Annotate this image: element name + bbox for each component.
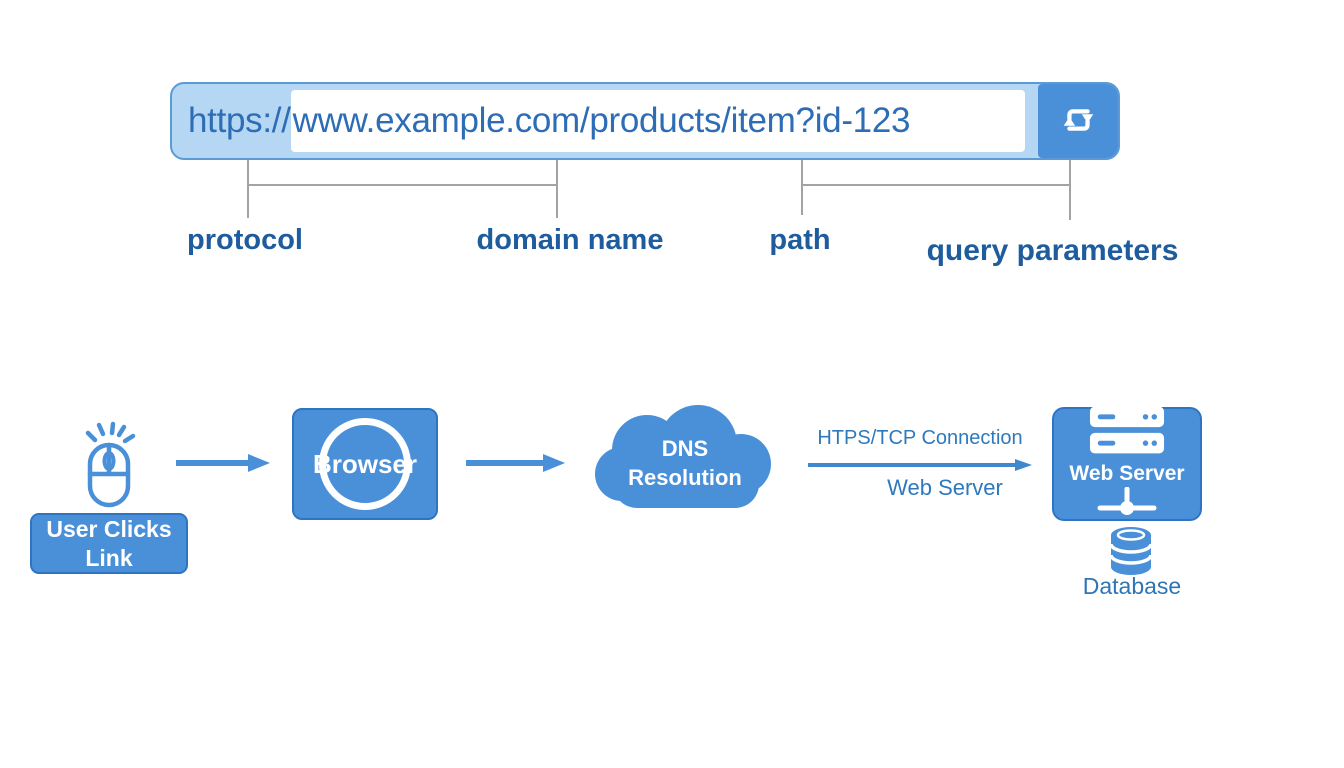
- label-protocol: protocol: [187, 224, 303, 256]
- label-path: path: [769, 224, 831, 256]
- reload-button[interactable]: [1038, 84, 1118, 158]
- label-query-parameters: query parameters: [926, 234, 1179, 267]
- connection-sublabel: Web Server: [887, 475, 1003, 500]
- cloud-icon: [585, 398, 785, 517]
- dns-line1: DNS: [661, 436, 709, 461]
- user-clicks-link-label: User Clicks Link: [46, 515, 172, 571]
- connector-line-protocol: [247, 160, 249, 218]
- address-bar: https:// www.example.com/products/item?i…: [170, 82, 1120, 160]
- browser-label: Browser: [312, 448, 418, 479]
- connector-line-right-horizontal: [801, 184, 1070, 186]
- connector-line-path: [801, 160, 803, 215]
- browser-box: Browser: [292, 408, 438, 520]
- url-input[interactable]: https:// www.example.com/products/item?i…: [172, 84, 1038, 158]
- connector-line-domain: [556, 160, 558, 218]
- connection-label: HTPS/TCP Connection: [817, 427, 1023, 449]
- label-domain-name: domain name: [476, 224, 664, 256]
- connector-line-query: [1069, 160, 1071, 220]
- mouse-click-icon: [76, 418, 142, 517]
- dns-resolution-label: DNS Resolution: [585, 434, 785, 492]
- arrow-user-to-browser: [176, 454, 270, 472]
- user-clicks-link-box: User Clicks Link: [30, 513, 188, 574]
- database-label: Database: [1082, 573, 1182, 599]
- dns-line2: Resolution: [628, 465, 742, 490]
- web-server-label: Web Server: [1069, 462, 1185, 485]
- repeat-icon: [1057, 100, 1099, 143]
- arrow-dns-to-server: [808, 459, 1032, 471]
- url-protocol-text: https://: [188, 101, 291, 140]
- arrow-browser-to-dns: [466, 454, 565, 472]
- url-rest-text[interactable]: www.example.com/products/item?id-123: [290, 90, 1025, 152]
- server-rack-icon: [1089, 405, 1165, 461]
- database-cylinder-icon: [1107, 526, 1155, 581]
- connector-line-left-horizontal: [247, 184, 557, 186]
- network-node-icon: [1095, 486, 1159, 523]
- browser-globe-icon: [319, 418, 411, 510]
- web-server-box: Web Server: [1052, 405, 1202, 523]
